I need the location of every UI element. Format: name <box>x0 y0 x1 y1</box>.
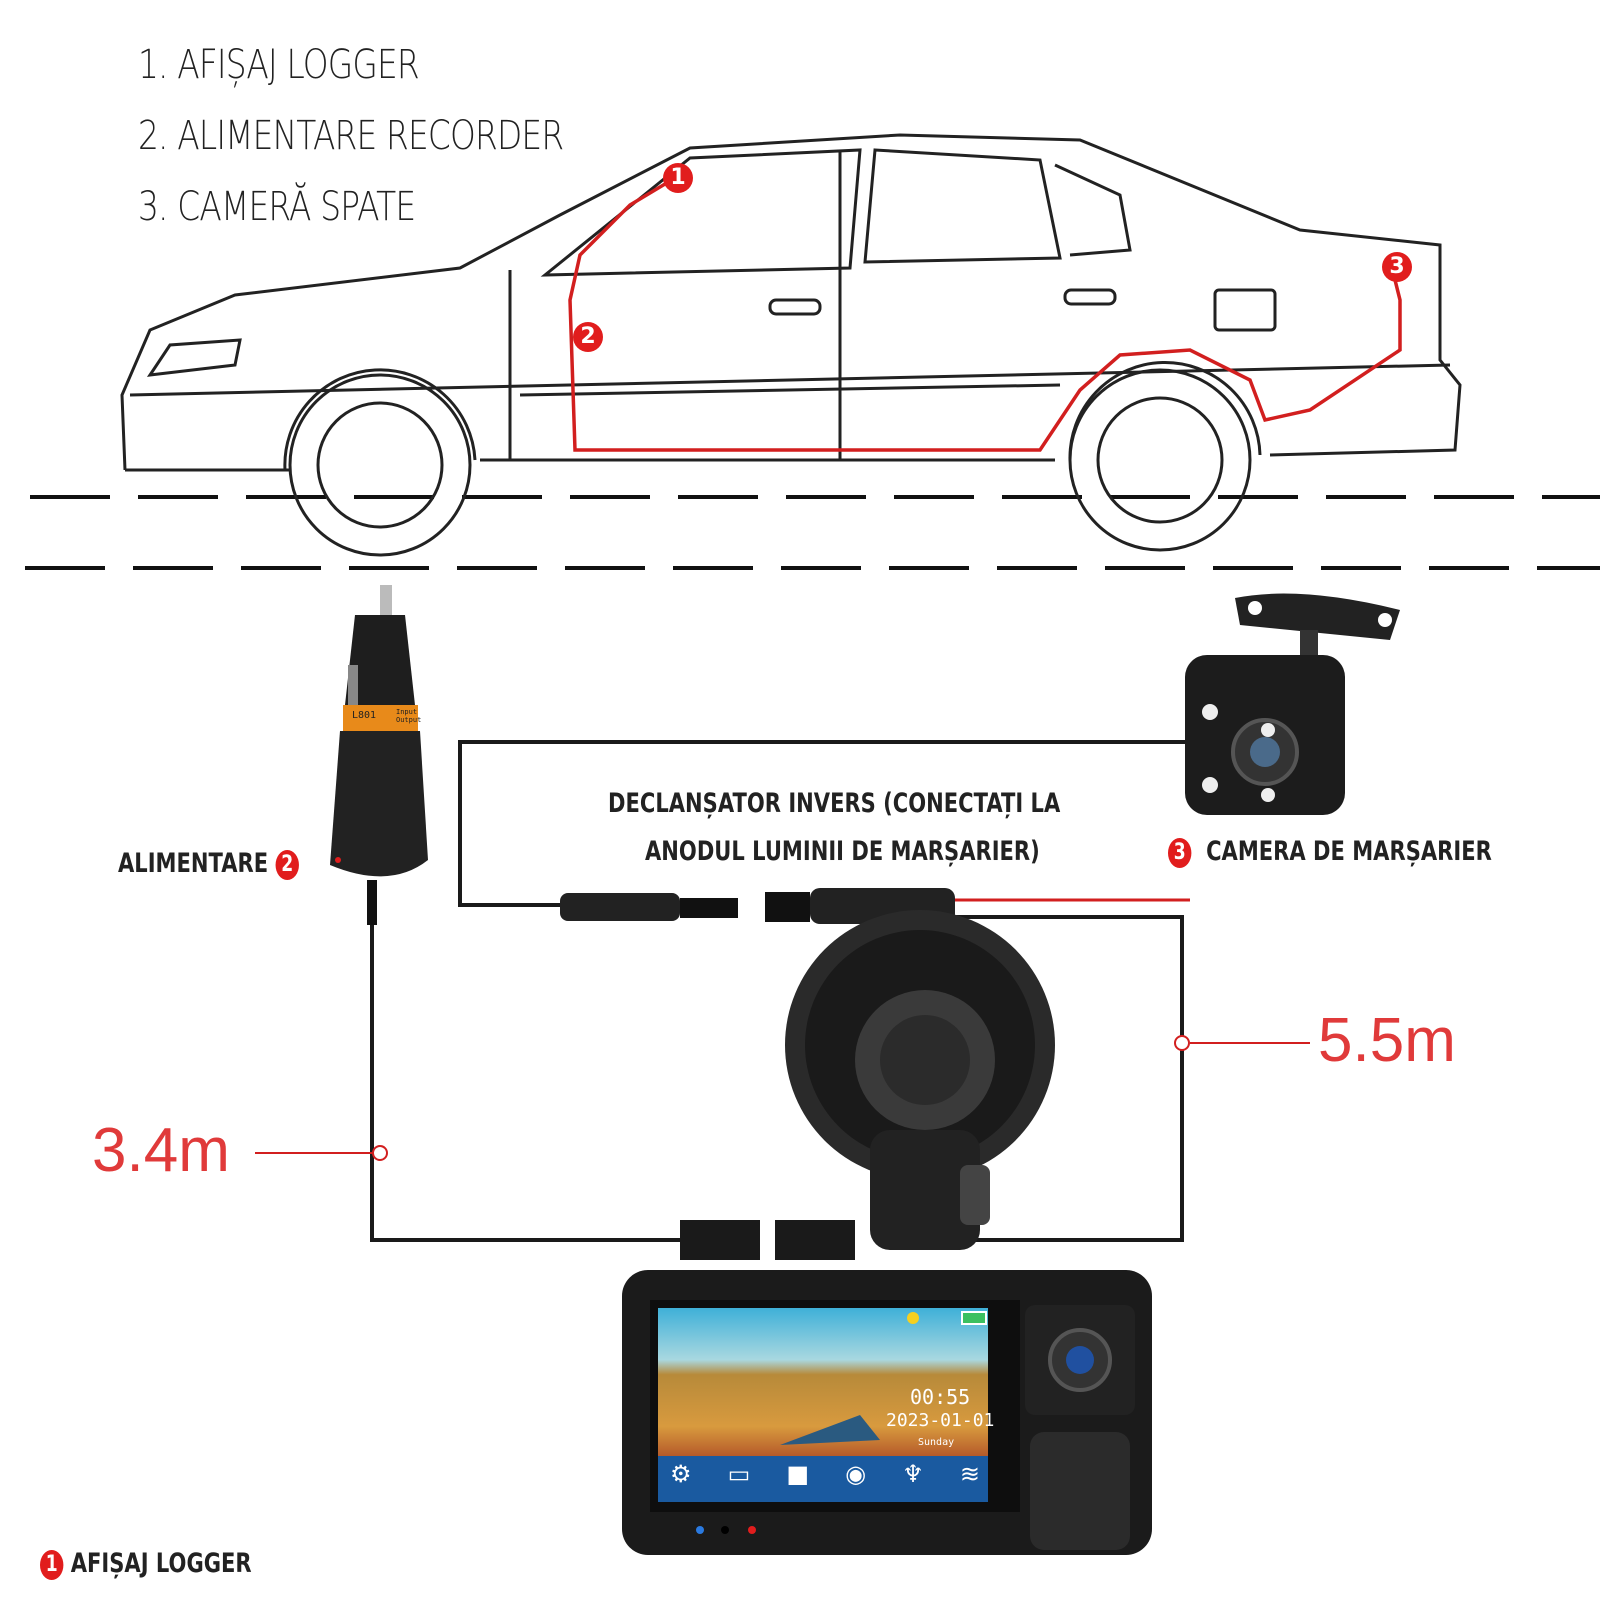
legend-item-1: 1. AFIȘAJ LOGGER <box>138 42 420 88</box>
screen-time: 00:55 <box>910 1385 971 1409</box>
rear-cable-length: 5.5m <box>1318 1006 1456 1075</box>
charger-output: Output <box>396 716 422 724</box>
road-lines <box>25 495 1600 570</box>
screen-day: Sunday <box>918 1437 955 1448</box>
reverse-trigger-label-1: DECLANȘATOR INVERS (CONECTAȚI LA <box>608 788 1061 819</box>
power-plug <box>680 1220 760 1260</box>
charger-model: L801 <box>352 710 377 721</box>
legend-item-2: 2. ALIMENTARE RECORDER <box>138 113 564 159</box>
dashcam <box>622 1270 1152 1555</box>
car-charger <box>330 585 428 925</box>
connector-male <box>560 893 738 921</box>
car-wiring <box>568 173 1402 452</box>
rear-camera-label: 3 CAMERA DE MARȘARIER <box>1168 836 1492 868</box>
gear-icon[interactable]: ⚙ <box>670 1460 692 1488</box>
power-cable-length: 3.4m <box>92 1116 230 1185</box>
screen-date: 2023-01-01 <box>886 1410 995 1431</box>
power-label-text: ALIMENTARE <box>118 848 269 879</box>
folder-icon[interactable]: ▭ <box>727 1460 751 1488</box>
display-label: 1 AFIȘAJ LOGGER <box>40 1548 252 1580</box>
measure-lines <box>255 1035 1310 1161</box>
suction-mount <box>785 910 1055 1250</box>
charger-input: Input <box>396 708 418 716</box>
marker-3: 3 <box>1382 252 1412 282</box>
video-icon[interactable]: ■ <box>786 1460 810 1488</box>
legend-item-3: 3. CAMERĂ SPATE <box>138 184 416 230</box>
screen-toolbar: ⚙ ▭ ■ ◉ ♆ ≋ <box>670 1460 980 1488</box>
power-marker: 2 <box>275 849 299 880</box>
power-label: ALIMENTARE 2 <box>118 848 299 880</box>
rear-plug <box>775 1220 855 1260</box>
camera-icon[interactable]: ◉ <box>845 1460 867 1488</box>
microphone-icon[interactable]: ♆ <box>902 1460 924 1488</box>
display-label-text: AFIȘAJ LOGGER <box>70 1548 252 1579</box>
display-marker: 1 <box>40 1549 64 1580</box>
wifi-icon[interactable]: ≋ <box>959 1460 980 1488</box>
reverse-trigger-label-2: ANODUL LUMINII DE MARȘARIER) <box>645 836 1040 867</box>
marker-2: 2 <box>573 322 603 352</box>
rear-camera-label-text: CAMERA DE MARȘARIER <box>1206 836 1492 867</box>
rear-camera-marker: 3 <box>1168 837 1192 868</box>
marker-1: 1 <box>663 163 693 193</box>
rear-camera <box>1185 593 1400 815</box>
